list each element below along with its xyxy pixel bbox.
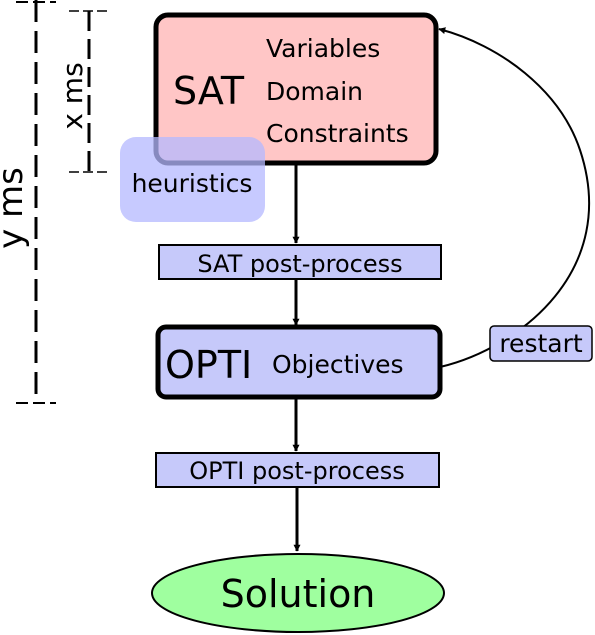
restart-box <box>489 325 593 362</box>
sat-item-constraints: Constraints <box>266 119 409 148</box>
x-ms-label: x ms <box>56 62 89 129</box>
sat-item-variables: Variables <box>266 34 380 63</box>
y-ms-timing-bar <box>16 0 56 404</box>
sat-postprocess-box <box>158 244 442 280</box>
opti-title: OPTI <box>165 343 252 387</box>
opti-box <box>155 324 443 400</box>
opti-item-objectives: Objectives <box>272 350 404 379</box>
solution-ellipse <box>151 553 445 633</box>
heuristics-box <box>120 137 265 222</box>
sat-item-domain: Domain <box>266 77 363 106</box>
restart-label: restart <box>499 329 583 358</box>
solution-label: Solution <box>221 572 376 616</box>
y-ms-label: y ms <box>0 167 31 249</box>
sat-postprocess-label: SAT post-process <box>197 250 402 278</box>
heuristics-label: heuristics <box>132 169 253 198</box>
sat-title: SAT <box>173 69 245 113</box>
opti-postprocess-label: OPTI post-process <box>189 457 404 485</box>
x-ms-timing-bar <box>69 10 109 173</box>
restart-arrow <box>438 27 591 368</box>
